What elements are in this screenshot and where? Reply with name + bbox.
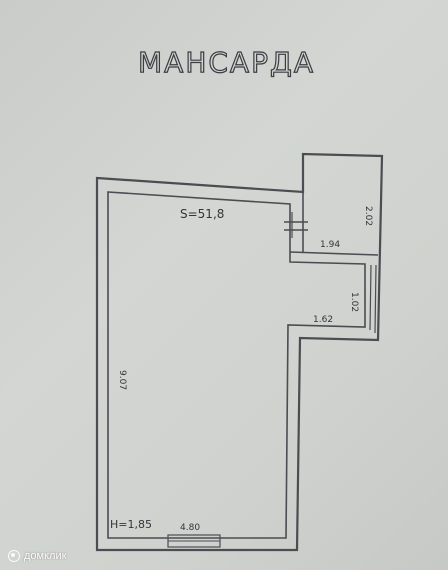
domclick-logo-icon: [8, 550, 20, 562]
dim-bottom-width: 4.80: [180, 523, 200, 533]
watermark: домклик: [8, 550, 66, 562]
plan-title: МАНСАРДА: [138, 46, 315, 79]
stair-wall-bottom: [289, 251, 379, 256]
dim-left-length: 9.07: [117, 370, 127, 390]
dim-niche-width: 1.62: [313, 315, 333, 325]
height-label: H=1,85: [110, 518, 152, 531]
area-label: S=51,8: [180, 207, 224, 221]
watermark-brand: домклик: [24, 550, 67, 562]
niche-wall-1: [369, 264, 372, 331]
dim-niche-depth: 1.02: [349, 292, 359, 312]
inner-wall: [107, 191, 366, 539]
niche-wall-2: [374, 264, 377, 334]
outer-wall: [95, 152, 384, 552]
dim-stair-length: 2.02: [363, 206, 373, 226]
dim-stair-width: 1.94: [320, 240, 340, 250]
